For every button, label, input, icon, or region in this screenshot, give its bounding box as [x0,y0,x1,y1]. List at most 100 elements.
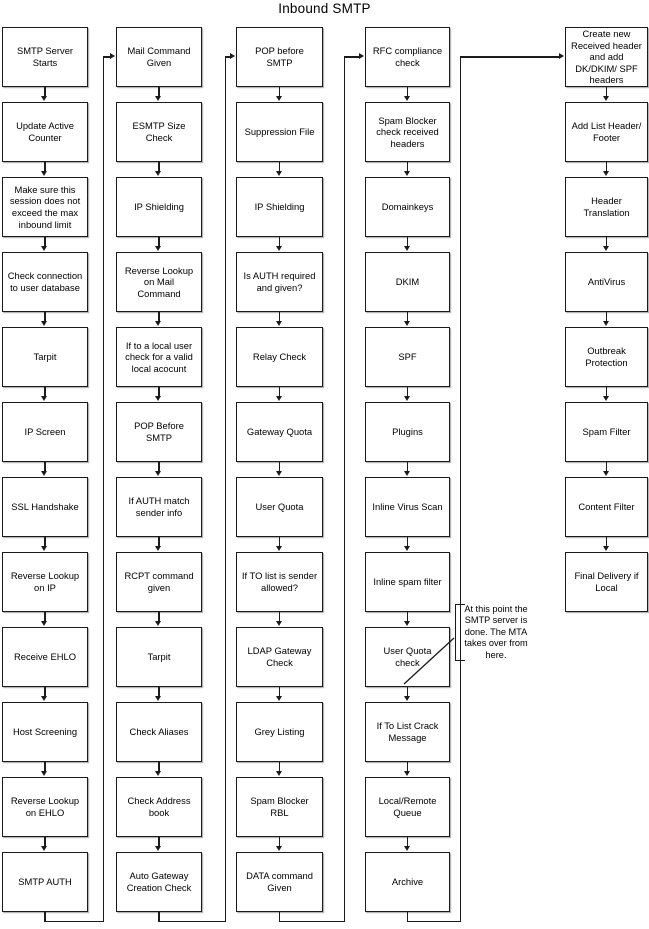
flow-node[interactable]: Host Screening [2,702,88,762]
flow-node[interactable]: Update Active Counter [2,102,88,162]
flow-arrowhead [155,621,162,627]
flow-node[interactable]: Local/Remote Queue [365,777,450,837]
flow-node[interactable]: SMTP AUTH [2,852,88,912]
flow-node[interactable]: POP Before SMTP [116,402,202,462]
flow-node[interactable]: RFC compliance check [365,27,450,87]
flow-connector [158,612,160,622]
flow-node[interactable]: If TO list is sender allowed? [236,552,323,612]
flow-node[interactable]: If to a local user check for a valid loc… [116,327,202,387]
flow-arrowhead [275,396,282,402]
flow-arrowhead [41,246,48,252]
return-path-up [225,57,227,921]
flow-node[interactable]: Domainkeys [365,177,450,237]
flow-node[interactable]: Tarpit [2,327,88,387]
flow-connector [158,687,160,697]
flow-connector [44,162,46,172]
flow-node[interactable]: RCPT command given [116,552,202,612]
flow-node[interactable]: Plugins [365,402,450,462]
flow-node[interactable]: Check Address book [116,777,202,837]
flow-arrowhead [403,96,410,102]
flow-node[interactable]: SSL Handshake [2,477,88,537]
flow-node[interactable]: Grey Listing [236,702,323,762]
flow-node[interactable]: Spam Filter [565,402,648,462]
flow-node[interactable]: Is AUTH required and given? [236,252,323,312]
flow-node[interactable]: Spam Blocker RBL [236,777,323,837]
flow-node[interactable]: Archive [365,852,450,912]
flow-node[interactable]: LDAP Gateway Check [236,627,323,687]
flow-arrowhead [602,396,609,402]
flow-connector [605,387,608,397]
flow-node[interactable]: Check connection to user database [2,252,88,312]
flow-node[interactable]: IP Shielding [236,177,323,237]
flow-node-label: SSL Handshake [11,501,79,513]
flow-node[interactable]: If To List Crack Message [365,702,450,762]
flow-connector [406,462,409,472]
flow-connector [278,837,281,847]
flow-node[interactable]: Inline Virus Scan [365,477,450,537]
flow-node[interactable]: Suppression File [236,102,323,162]
flow-node[interactable]: AntiVirus [565,252,648,312]
flow-node[interactable]: Check Aliases [116,702,202,762]
flow-connector [158,312,160,322]
flow-connector [278,162,281,172]
flow-connector [406,687,409,697]
flow-arrowhead [275,771,282,777]
flow-arrowhead [41,171,48,177]
flow-connector [44,237,46,247]
flow-node[interactable]: Spam Blocker check received headers [365,102,450,162]
flow-node-label: POP before SMTP [255,45,304,68]
flow-node[interactable]: Receive EHLO [2,627,88,687]
flow-arrowhead [155,96,162,102]
flow-node[interactable]: DKIM [365,252,450,312]
flow-node[interactable]: Content Filter [565,477,648,537]
flow-arrowhead [403,846,410,852]
flow-arrowhead [155,471,162,477]
flow-node[interactable]: Inline spam filter [365,552,450,612]
flow-node[interactable]: Reverse Lookup on Mail Command [116,252,202,312]
flow-arrowhead [602,471,609,477]
flow-node-label: If AUTH match sender info [128,495,190,518]
flow-node[interactable]: User Quota [236,477,323,537]
flow-node[interactable]: Relay Check [236,327,323,387]
flow-arrowhead [403,396,410,402]
flow-node[interactable]: SMTP Server Starts [2,27,88,87]
flow-node[interactable]: Reverse Lookup on EHLO [2,777,88,837]
flow-node-label: DATA command Given [246,870,313,893]
flow-node[interactable]: Reverse Lookup on IP [2,552,88,612]
flow-node-label: Tarpit [33,351,57,363]
flow-connector [278,537,281,547]
flow-node[interactable]: Auto Gateway Creation Check [116,852,202,912]
flow-connector [605,462,608,472]
flow-node[interactable]: Final Delivery if Local [565,552,648,612]
flow-arrowhead [275,696,282,702]
flow-node[interactable]: SPF [365,327,450,387]
flow-node-label: DKIM [395,276,420,288]
flow-node[interactable]: Create new Received header and add DK/DK… [565,27,648,87]
flow-node[interactable]: User Quota check [365,627,450,687]
flow-node[interactable]: Tarpit [116,627,202,687]
flow-connector [44,312,46,322]
bracket-top [456,604,465,606]
flow-node[interactable]: ESMTP Size Check [116,102,202,162]
flow-node[interactable]: Mail Command Given [116,27,202,87]
flow-node[interactable]: POP before SMTP [236,27,323,87]
flow-node[interactable]: Outbreak Protection [565,327,648,387]
flow-node[interactable]: If AUTH match sender info [116,477,202,537]
flow-connector [158,837,160,847]
flow-node[interactable]: Make sure this session does not exceed t… [2,177,88,237]
return-path-across [44,921,104,923]
flow-node[interactable]: Header Translation [565,177,648,237]
flow-node-label: Relay Check [252,351,307,363]
flow-node-label: Spam Blocker RBL [250,795,309,818]
flow-node[interactable]: IP Screen [2,402,88,462]
flow-arrowhead [155,171,162,177]
flow-node[interactable]: DATA command Given [236,852,323,912]
flow-arrowhead [155,696,162,702]
flow-node[interactable]: IP Shielding [116,177,202,237]
return-path-arrowhead [110,53,116,60]
flow-arrowhead [403,771,410,777]
flow-connector [406,87,409,97]
flow-node[interactable]: Add List Header/ Footer [565,102,648,162]
flow-node[interactable]: Gateway Quota [236,402,323,462]
